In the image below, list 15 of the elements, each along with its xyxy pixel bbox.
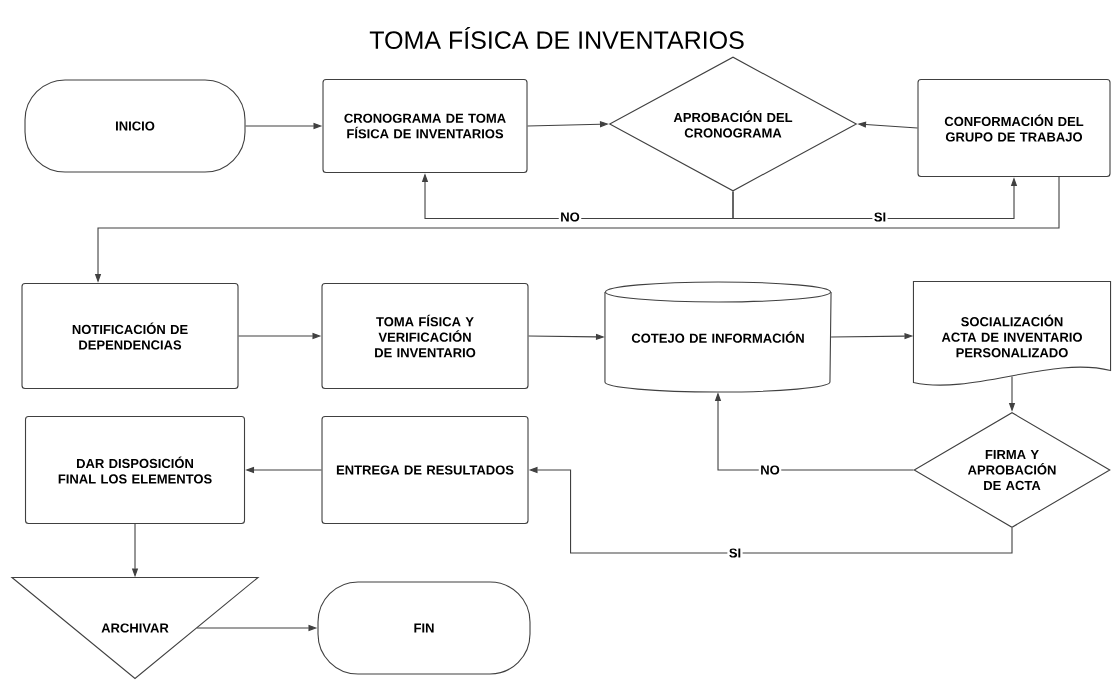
edge-label: SI (872, 210, 888, 224)
process-box: NOTIFICACIÓN DE DEPENDENCIAS (21, 282, 239, 390)
process-box: CRONOGRAMA DE TOMA FÍSICA DE INVENTARIOS (322, 78, 528, 174)
process-box: ENTREGA DE RESULTADOS (321, 415, 529, 525)
title: TOMA FÍSICA DE INVENTARIOS (369, 27, 744, 49)
database-cylinder: COTEJO DE INFORMACIÓN (604, 281, 832, 393)
edge-label: NO (758, 463, 782, 477)
terminal-box: FIN (317, 581, 531, 675)
edge-label: NO (558, 210, 582, 224)
process-box: TOMA FÍSICA Y VERIFICACIÓN DE INVENTARIO (321, 282, 529, 390)
process-box: DAR DISPOSICIÓN FINAL LOS ELEMENTOS (24, 415, 246, 525)
edge-label: SI (727, 546, 743, 560)
node-label: COTEJO DE INFORMACIÓN (631, 331, 804, 343)
terminal-box: INICIO (24, 79, 246, 173)
process-box: CONFORMACIÓN DEL GRUPO DE TRABAJO (917, 78, 1111, 178)
